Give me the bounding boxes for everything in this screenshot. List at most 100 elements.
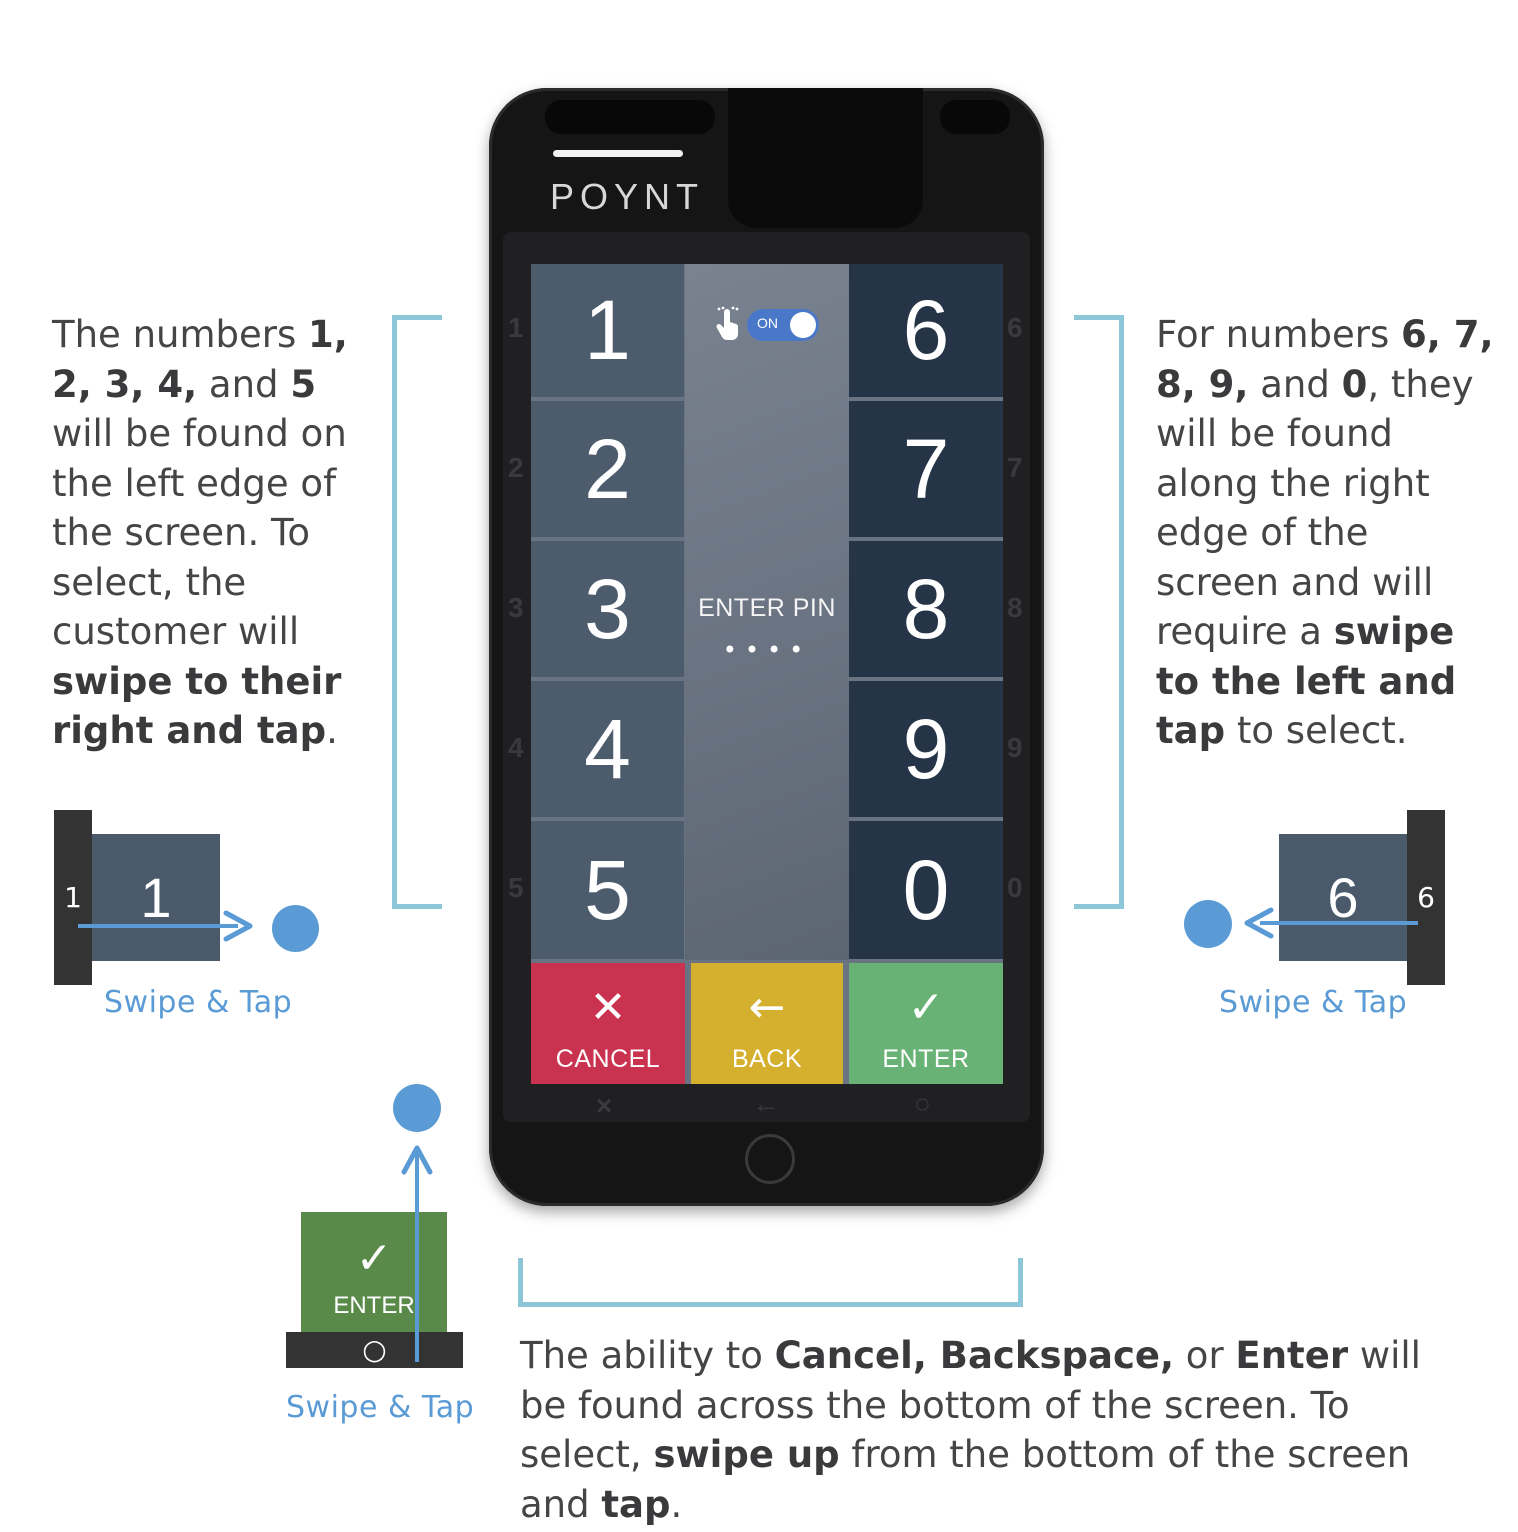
- swipe-up-arrow-line: [415, 1152, 419, 1362]
- swipe-caption-right: Swipe & Tap: [1219, 985, 1408, 1020]
- tactile-cancel-icon: ×: [596, 1090, 613, 1121]
- tactile-marker: 6: [1007, 312, 1023, 343]
- tactile-marker: 8: [1007, 592, 1023, 623]
- text-fragment: will be found on the left edge of the sc…: [52, 412, 347, 653]
- tactile-back-icon: ←: [752, 1088, 780, 1119]
- tactile-marker: 7: [1007, 452, 1023, 483]
- bottom-edge-bracket: [518, 1258, 1023, 1307]
- mini-key-6: 6: [1279, 834, 1407, 961]
- card-slot: [545, 100, 715, 134]
- key-1[interactable]: 1: [531, 264, 684, 397]
- key-label: 8: [902, 561, 950, 656]
- card-slot: [940, 100, 1010, 134]
- close-icon: ✕: [589, 982, 627, 1033]
- edge-label: 1: [64, 881, 82, 914]
- arrow-left-icon: [1244, 907, 1274, 939]
- pin-entry-dots: ••••: [722, 636, 812, 664]
- back-label: BACK: [731, 1045, 803, 1073]
- text-bold: 5: [290, 362, 317, 406]
- swipe-caption-bottom: Swipe & Tap: [286, 1390, 475, 1425]
- text-bold: 6, 7, 8, 9,: [1156, 313, 1494, 406]
- text-fragment: .: [326, 709, 338, 752]
- text-fragment: from the bottom of the screen and: [520, 1433, 1411, 1526]
- text-fragment: The numbers: [52, 313, 309, 356]
- text-bold: swipe to the left and tap: [1156, 610, 1457, 752]
- bottom-edge-bar: ○: [286, 1332, 463, 1368]
- key-7[interactable]: 7: [849, 401, 1003, 537]
- mini-key-label: 1: [140, 866, 172, 929]
- key-label: 2: [584, 421, 631, 516]
- tactile-marker: 3: [508, 592, 524, 623]
- enter-button[interactable]: ✓ ENTER: [849, 963, 1003, 1084]
- arrow-right-icon: [223, 910, 253, 942]
- mini-key-label: 6: [1327, 866, 1359, 929]
- key-label: 7: [902, 421, 950, 516]
- text-fragment: to select.: [1225, 709, 1408, 752]
- key-label: 0: [902, 842, 950, 937]
- left-edge-bar: 1: [54, 810, 92, 985]
- cancel-button[interactable]: ✕ CANCEL: [531, 963, 685, 1084]
- key-label: 4: [584, 701, 631, 796]
- left-edge-bracket: [392, 315, 442, 909]
- key-2[interactable]: 2: [531, 401, 684, 537]
- home-button[interactable]: [745, 1134, 795, 1184]
- text-fragment: and: [197, 362, 291, 406]
- tap-dot: [1184, 900, 1232, 948]
- text-fragment: The ability to: [520, 1334, 775, 1377]
- tactile-marker: 2: [508, 452, 524, 483]
- pin-pad-screen: 1 2 3 4 5 6 7 8 9 0 ON ENTER PIN •••• ✕ …: [531, 264, 1003, 1084]
- text-bold: swipe up: [653, 1433, 840, 1476]
- key-9[interactable]: 9: [849, 681, 1003, 817]
- center-panel: [685, 264, 849, 960]
- key-label: 1: [584, 283, 631, 377]
- right-edge-bracket: [1074, 315, 1124, 909]
- key-label: 9: [902, 701, 950, 796]
- key-label: 5: [584, 842, 631, 937]
- tactile-marker: 5: [508, 872, 524, 903]
- key-label: 3: [584, 561, 631, 656]
- text-bold: 1, 2, 3, 4,: [52, 313, 348, 406]
- touch-gesture-icon: [716, 306, 739, 340]
- key-0[interactable]: 0: [849, 821, 1003, 959]
- mini-enter-key: ✓ ENTER: [301, 1212, 447, 1332]
- toggle-label: ON: [757, 315, 778, 331]
- text-fragment: For numbers: [1156, 313, 1402, 356]
- accessibility-toggle[interactable]: ON: [747, 309, 819, 341]
- swipe-left-arrow-line: [1260, 921, 1418, 925]
- mini-enter-label: ENTER: [333, 1292, 415, 1319]
- status-light: [553, 150, 683, 157]
- brand-logo: POYNT: [550, 176, 705, 217]
- arrow-up-icon: [401, 1145, 433, 1175]
- right-edge-bar: 6: [1407, 810, 1445, 985]
- key-4[interactable]: 4: [531, 681, 684, 817]
- circle-icon: ○: [362, 1333, 387, 1366]
- arrow-left-icon: ←: [748, 982, 786, 1033]
- swipe-right-arrow-line: [78, 924, 238, 928]
- enter-label: ENTER: [882, 1045, 970, 1073]
- tactile-enter-icon: ○: [914, 1088, 931, 1119]
- key-3[interactable]: 3: [531, 541, 684, 677]
- pin-prompt: ENTER PIN: [698, 594, 836, 622]
- key-6[interactable]: 6: [849, 264, 1003, 397]
- tap-dot: [393, 1084, 441, 1132]
- edge-label: 6: [1417, 881, 1435, 914]
- text-fragment: , they will be found along the right edg…: [1156, 362, 1474, 654]
- text-fragment: will be found across the bottom of the s…: [520, 1334, 1421, 1476]
- check-icon: ✓: [907, 982, 945, 1033]
- text-fragment: or: [1174, 1334, 1236, 1377]
- check-icon: ✓: [355, 1233, 393, 1284]
- left-instructions: The numbers 1, 2, 3, 4, and 5 will be fo…: [52, 310, 387, 756]
- swipe-caption-left: Swipe & Tap: [104, 985, 293, 1020]
- back-button[interactable]: ← BACK: [691, 963, 843, 1084]
- tactile-marker: 0: [1007, 872, 1023, 903]
- key-5[interactable]: 5: [531, 821, 684, 959]
- tactile-marker: 1: [508, 312, 524, 343]
- text-bold: tap: [601, 1482, 671, 1526]
- right-instructions: For numbers 6, 7, 8, 9, and 0, they will…: [1156, 310, 1501, 756]
- text-fragment: and: [1248, 362, 1342, 406]
- tap-dot: [272, 905, 319, 952]
- key-8[interactable]: 8: [849, 541, 1003, 677]
- receipt-printer: [728, 88, 923, 228]
- text-bold: Enter: [1235, 1334, 1349, 1377]
- text-fragment: .: [670, 1482, 683, 1526]
